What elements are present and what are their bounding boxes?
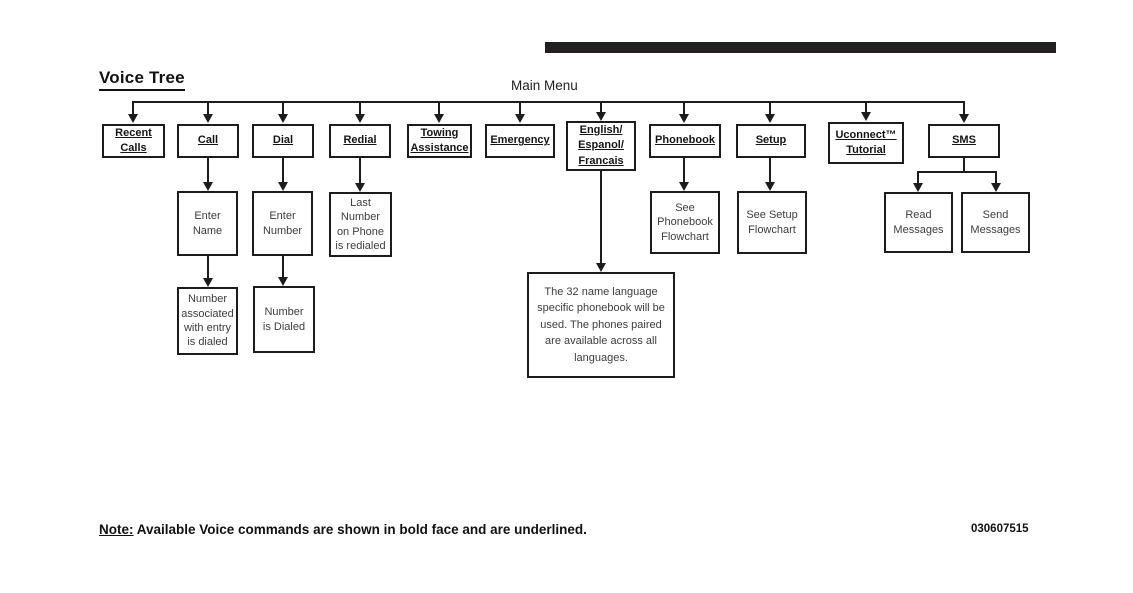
- footnote: Note: Available Voice commands are shown…: [99, 522, 587, 537]
- node-enter-number: Enter Number: [252, 191, 313, 256]
- connector-line: [917, 171, 919, 184]
- arrow-down-icon: [355, 183, 365, 192]
- footnote-label: Note:: [99, 522, 134, 537]
- arrow-down-icon: [515, 114, 525, 123]
- figure-code: 030607515: [971, 523, 1029, 535]
- arrow-down-icon: [959, 114, 969, 123]
- page-title: Voice Tree: [99, 68, 185, 91]
- connector-line: [769, 102, 771, 115]
- main-menu-label: Main Menu: [511, 78, 578, 93]
- node-enter-name: Enter Name: [177, 191, 238, 256]
- connector-line: [600, 102, 602, 113]
- arrow-down-icon: [765, 114, 775, 123]
- node-dial: Dial: [252, 124, 314, 158]
- arrow-down-icon: [128, 114, 138, 123]
- arrow-down-icon: [861, 112, 871, 121]
- node-call: Call: [177, 124, 239, 158]
- connector-line: [683, 158, 685, 184]
- connector-line: [963, 158, 965, 173]
- node-recent-calls: Recent Calls: [102, 124, 165, 158]
- connector-line: [359, 158, 361, 185]
- connector-line: [282, 158, 284, 184]
- connector-line: [519, 102, 521, 115]
- arrow-down-icon: [434, 114, 444, 123]
- top-divider-bar: [545, 42, 1056, 53]
- node-see-setup-flowchart: See Setup Flowchart: [737, 191, 807, 254]
- connector-line: [132, 101, 965, 103]
- node-redial: Redial: [329, 124, 391, 158]
- node-towing-assistance: Towing Assistance: [407, 124, 472, 158]
- node-uconnect-tutorial: Uconnect™ Tutorial: [828, 122, 904, 164]
- connector-line: [282, 102, 284, 115]
- arrow-down-icon: [278, 277, 288, 286]
- node-number-associated-dialed: Number associated with entry is dialed: [177, 287, 238, 355]
- arrow-down-icon: [596, 112, 606, 121]
- connector-line: [207, 102, 209, 115]
- connector-line: [207, 256, 209, 280]
- connector-line: [769, 158, 771, 184]
- connector-line: [132, 102, 134, 115]
- connector-line: [917, 171, 997, 173]
- footnote-text: Available Voice commands are shown in bo…: [133, 522, 587, 537]
- arrow-down-icon: [203, 114, 213, 123]
- node-send-messages: Send Messages: [961, 192, 1030, 253]
- node-emergency: Emergency: [485, 124, 555, 158]
- arrow-down-icon: [679, 182, 689, 191]
- connector-line: [438, 102, 440, 115]
- node-language-note: The 32 name language specific phonebook …: [527, 272, 675, 378]
- connector-line: [683, 102, 685, 115]
- arrow-down-icon: [679, 114, 689, 123]
- connector-line: [282, 256, 284, 279]
- arrow-down-icon: [278, 182, 288, 191]
- node-see-phonebook-flowchart: See Phonebook Flowchart: [650, 191, 720, 254]
- arrow-down-icon: [278, 114, 288, 123]
- node-setup: Setup: [736, 124, 806, 158]
- arrow-down-icon: [355, 114, 365, 123]
- node-last-number-redialed: Last Number on Phone is redialed: [329, 192, 392, 257]
- arrow-down-icon: [203, 278, 213, 287]
- connector-line: [359, 102, 361, 115]
- arrow-down-icon: [765, 182, 775, 191]
- node-language-select: English/ Espanol/ Francais: [566, 121, 636, 171]
- node-read-messages: Read Messages: [884, 192, 953, 253]
- connector-line: [207, 158, 209, 184]
- arrow-down-icon: [991, 183, 1001, 192]
- connector-line: [995, 171, 997, 184]
- node-phonebook: Phonebook: [649, 124, 721, 158]
- node-sms: SMS: [928, 124, 1000, 158]
- connector-line: [865, 102, 867, 113]
- connector-line: [963, 102, 965, 115]
- arrow-down-icon: [596, 263, 606, 272]
- arrow-down-icon: [203, 182, 213, 191]
- arrow-down-icon: [913, 183, 923, 192]
- connector-line: [600, 171, 602, 265]
- node-number-is-dialed: Number is Dialed: [253, 286, 315, 353]
